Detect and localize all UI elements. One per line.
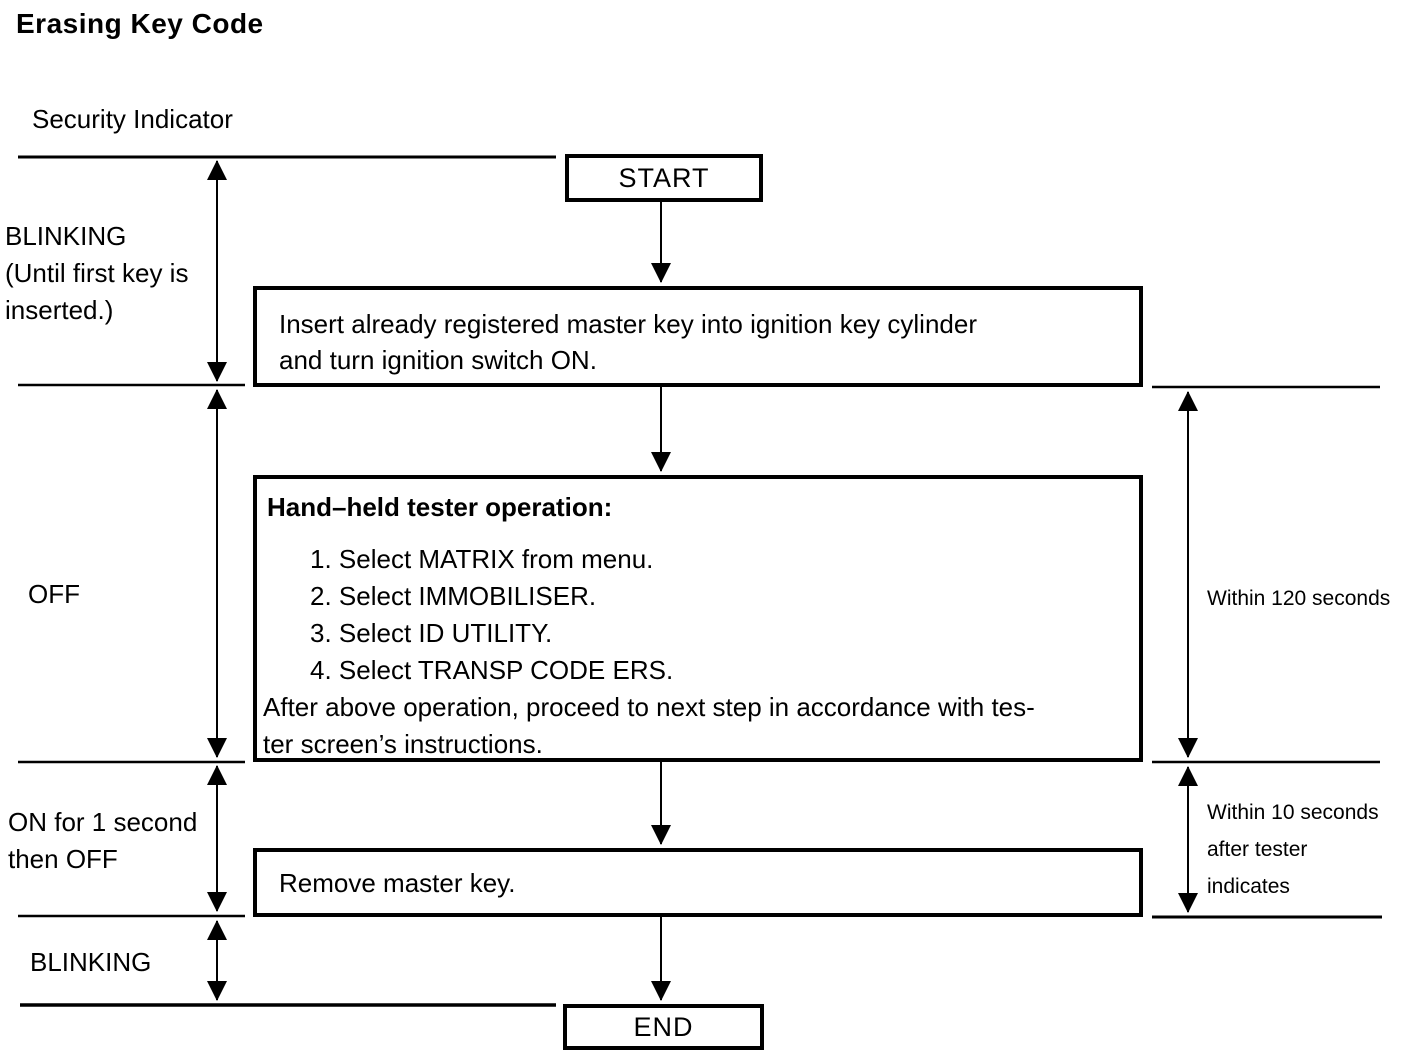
state-label-off: OFF xyxy=(28,579,80,609)
state-label-blinking: BLINKING xyxy=(30,947,152,977)
list-item: 4. Select TRANSP CODE ERS. xyxy=(310,655,674,685)
list-item: 3. Select ID UTILITY. xyxy=(310,618,553,648)
step-remove-master-key: Remove master key. xyxy=(253,848,1143,917)
end-node: END xyxy=(563,1004,764,1050)
tester-operation-note: After above operation, proceed to next s… xyxy=(263,692,1035,759)
step-tester-operation: Hand–held tester operation: 1. Select MA… xyxy=(253,475,1143,762)
start-node: START xyxy=(565,154,763,202)
state-label-blinking-until-first-key: BLINKING (Until first key is inserted.) xyxy=(5,221,189,325)
state-label-on-1-second-then-off: ON for 1 second then OFF xyxy=(8,807,198,874)
security-indicator-label: Security Indicator xyxy=(32,104,233,134)
page-title: Erasing Key Code xyxy=(16,8,264,39)
timing-label-within-10-seconds: Within 10 seconds after tester indicates xyxy=(1207,801,1379,898)
tester-operation-list: 1. Select MATRIX from menu. 2. Select IM… xyxy=(310,541,1139,689)
step-insert-master-key: Insert already registered master key int… xyxy=(253,286,1143,387)
list-item: 1. Select MATRIX from menu. xyxy=(310,544,654,574)
timing-label-within-120-seconds: Within 120 seconds xyxy=(1207,587,1391,610)
tester-operation-heading: Hand–held tester operation: xyxy=(267,492,613,522)
list-item: 2. Select IMMOBILISER. xyxy=(310,581,597,611)
